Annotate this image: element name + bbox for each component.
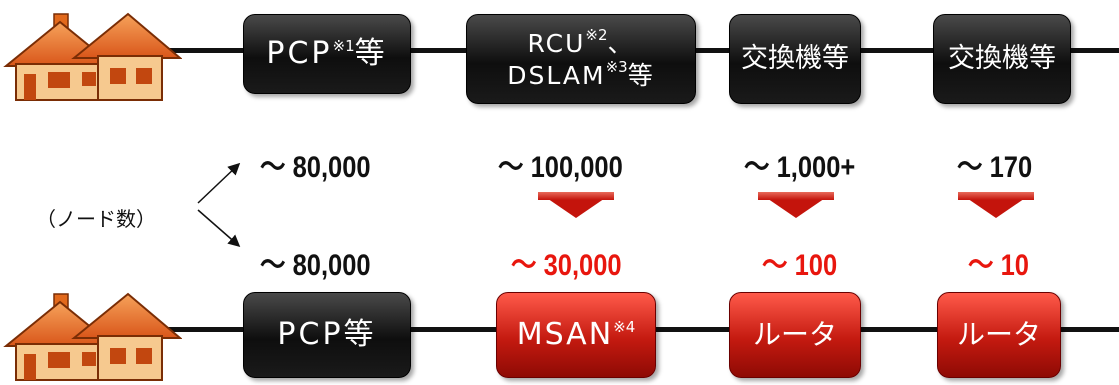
footnote-mark: ※4	[613, 317, 636, 336]
down-arrow-icon	[758, 192, 834, 218]
rcu-label-suffix: 、	[607, 29, 635, 59]
node-count-pcp-current: ～ 80,000	[260, 151, 371, 184]
msan-label: MSAN	[516, 316, 614, 352]
router-label: ルータ	[956, 317, 1041, 351]
pcp-label: PCP等	[277, 316, 377, 352]
footnote-mark: ※2	[585, 26, 608, 45]
switch-label: 交換機等	[741, 43, 849, 75]
house-icon	[3, 12, 182, 101]
switch-label: 交換機等	[948, 43, 1056, 75]
node-count-msan-future: ～ 30,000	[511, 249, 622, 282]
router-box-2: ルータ	[937, 292, 1061, 378]
arrow-up-right-icon	[197, 162, 241, 204]
pcp-box: PCP※1等	[243, 14, 411, 94]
rcu-dslam-box: RCU※2、 DSLAM※3等	[466, 14, 696, 104]
router-box-1: ルータ	[729, 292, 861, 378]
msan-box: MSAN※4	[496, 292, 656, 378]
node-count-pcp-future: ～ 80,000	[260, 249, 371, 282]
down-arrow-icon	[538, 192, 614, 218]
switch-box-1: 交換機等	[729, 14, 861, 104]
pcp-box: PCP等	[243, 292, 411, 378]
pcp-label: PCP	[266, 35, 333, 71]
arrow-down-right-icon	[197, 209, 241, 247]
node-count-switch2-current: ～ 170	[957, 151, 1033, 184]
node-count-label: （ノード数）	[36, 207, 156, 231]
node-count-switch-current: ～ 1,000+	[744, 151, 856, 184]
dslam-label-suffix: 等	[627, 61, 655, 90]
house-icon	[3, 292, 182, 381]
pcp-label-suffix: 等	[354, 35, 388, 71]
node-count-router2-future: ～ 10	[968, 249, 1029, 282]
node-count-router-future: ～ 100	[762, 249, 838, 282]
dslam-label: DSLAM	[507, 61, 606, 90]
footnote-mark: ※3	[605, 58, 628, 76]
switch-box-2: 交換機等	[933, 14, 1071, 104]
rcu-label: RCU	[527, 29, 586, 59]
router-label: ルータ	[752, 317, 837, 351]
footnote-mark: ※1	[332, 36, 355, 55]
node-count-rcu-current: ～ 100,000	[498, 151, 623, 184]
down-arrow-icon	[958, 192, 1034, 218]
